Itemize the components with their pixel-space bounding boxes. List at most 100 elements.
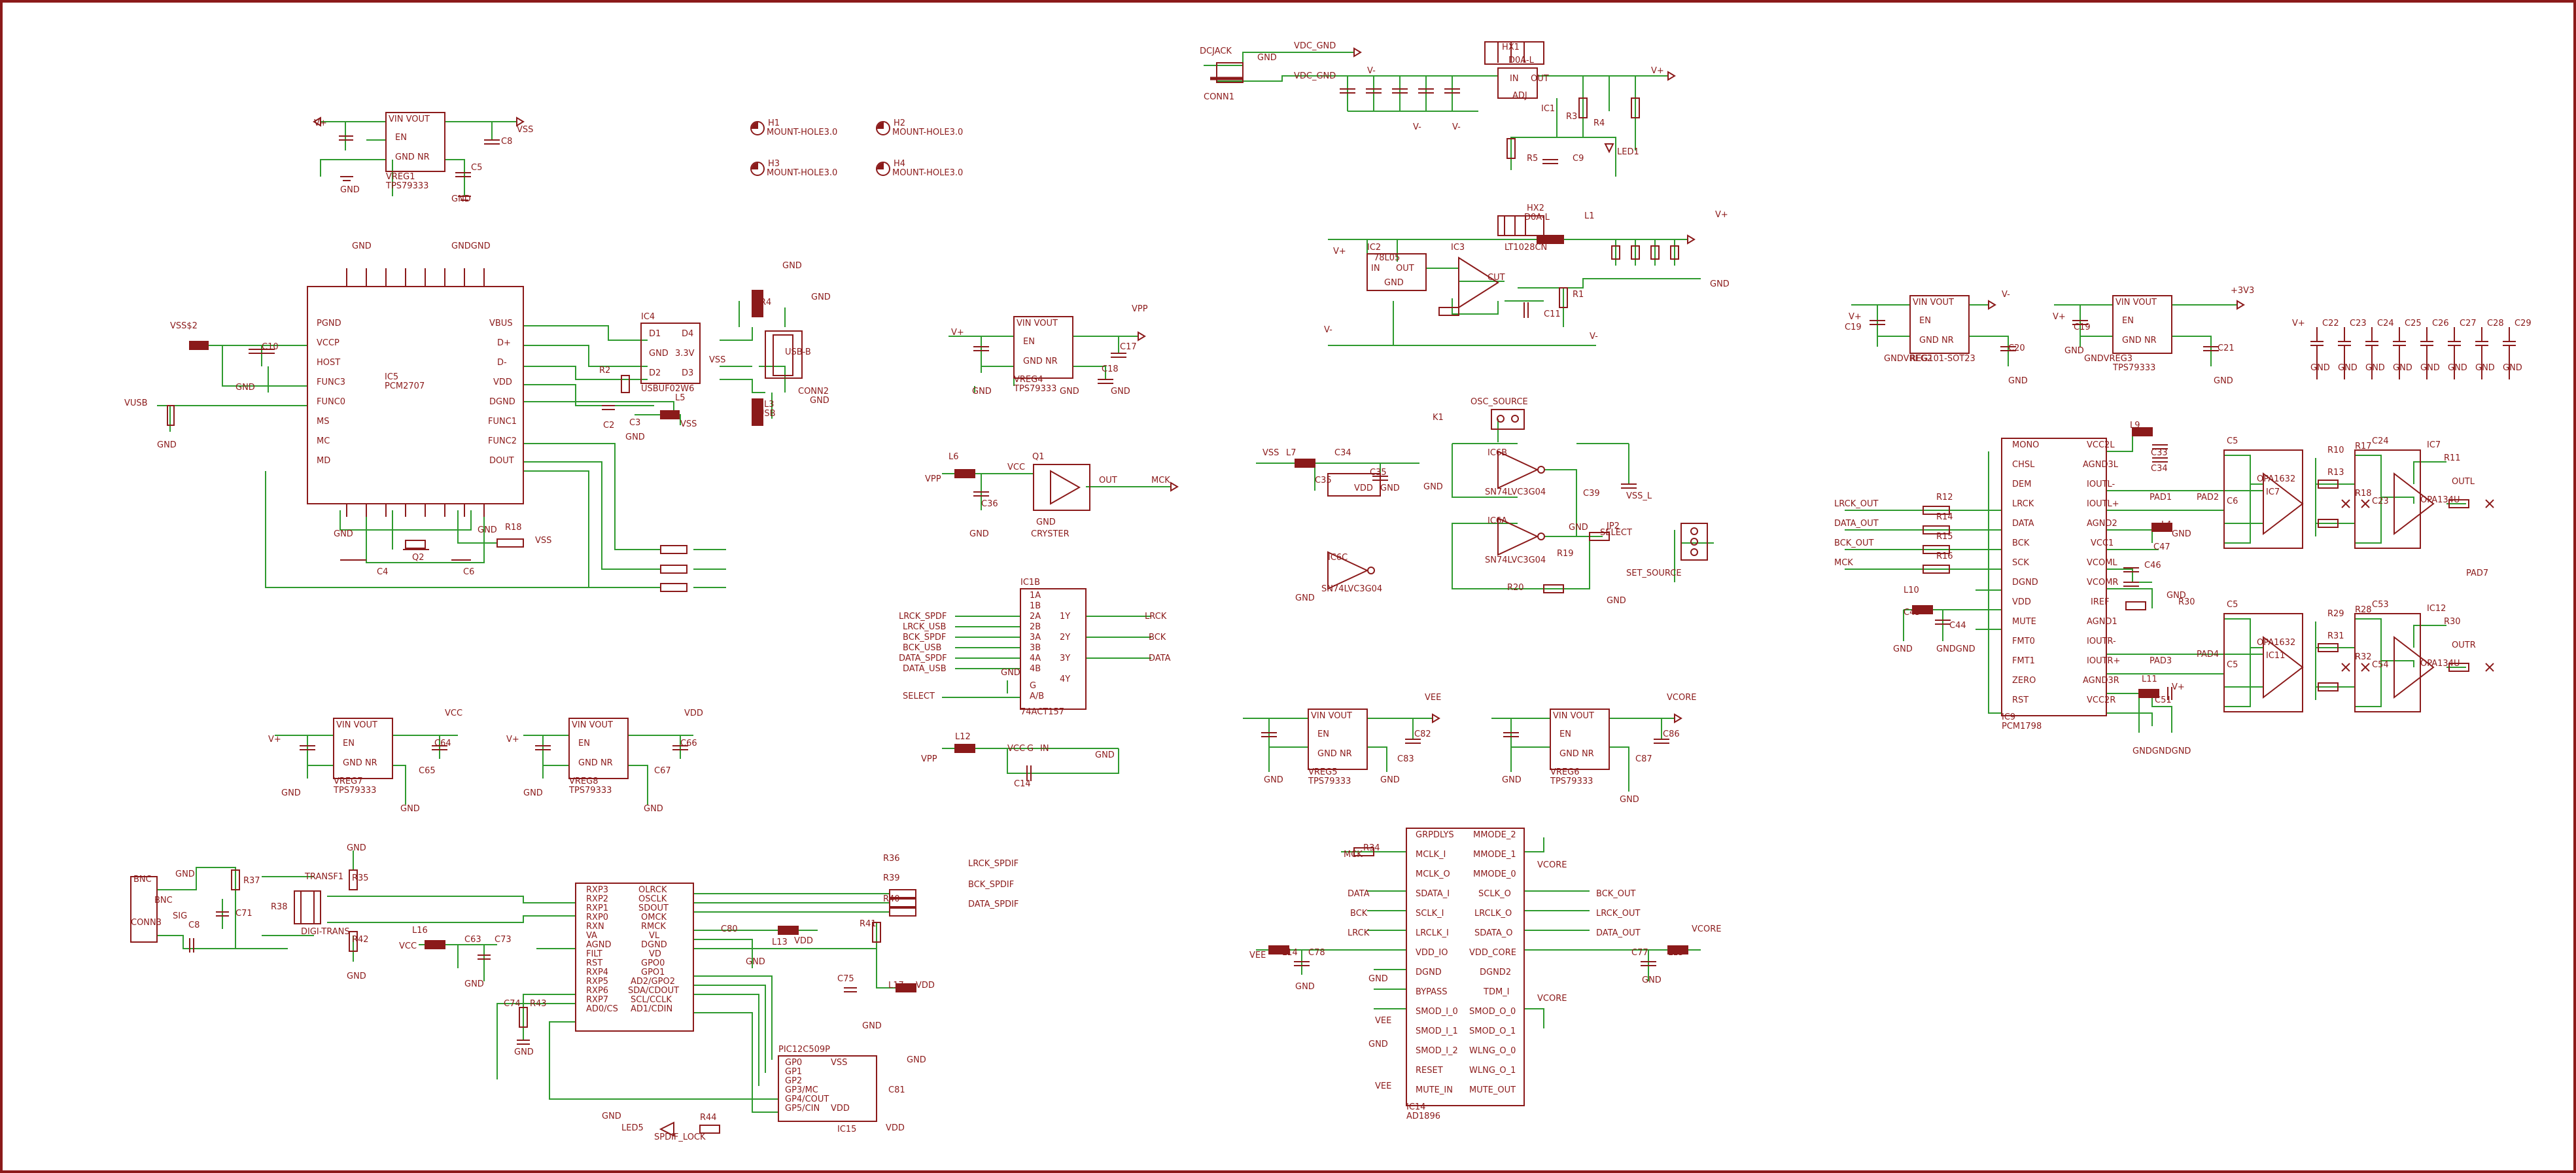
schematic-label: GND xyxy=(1620,795,1639,805)
schematic-label: R18 xyxy=(505,523,522,533)
vreg5-group xyxy=(1243,709,1440,772)
schematic-label: V+ xyxy=(2292,319,2305,328)
schematic-label: VL xyxy=(649,931,660,941)
schematic-label: RXP5 xyxy=(586,977,608,987)
component-ic5-labels: PGNDVCCPHOSTFUNC3FUNC0MSMCMDVBUSD+D-VDDD… xyxy=(124,241,551,577)
schematic-label: R37 xyxy=(243,876,260,886)
ic1-body xyxy=(1497,67,1538,99)
schematic-label: C66 xyxy=(680,739,697,748)
schematic-label: GND xyxy=(782,261,802,271)
schematic-label: VSS xyxy=(831,1058,847,1068)
schematic-label: VCORE xyxy=(1692,924,1721,934)
schematic-label: WLNG_O_1 xyxy=(1469,1066,1516,1076)
schematic-label: GP1 xyxy=(785,1067,802,1077)
schematic-label: R18 xyxy=(2355,489,2372,499)
component-power-labels: DCJACKGNDCONN1VDC_GNDVDC_GNDV-V-V-HX1D0A… xyxy=(1200,41,1664,164)
schematic-label: MUTE xyxy=(2012,617,2036,627)
schematic-label: R15 xyxy=(1936,532,1953,542)
schematic-label: L15 xyxy=(1668,948,1684,958)
schematic-label: VDD xyxy=(1354,483,1373,493)
schematic-label: RST xyxy=(586,958,602,968)
schematic-label: V- xyxy=(1367,66,1376,76)
schematic-label: VEE xyxy=(1375,1081,1391,1091)
schematic-label: L6 xyxy=(949,452,959,462)
schematic-label: EN xyxy=(395,133,407,143)
schematic-label: C5 xyxy=(2227,660,2238,670)
schematic-label: DIGI-TRANS xyxy=(301,927,350,937)
schematic-label: RXP3 xyxy=(586,885,608,895)
schematic-label: VSS xyxy=(517,125,533,135)
schematic-label: VEE xyxy=(1425,693,1441,703)
usb-parts xyxy=(167,286,803,592)
schematic-label: GND xyxy=(1502,775,1522,785)
schematic-label: Q1 xyxy=(1032,452,1045,462)
schematic-label: VDD_IO xyxy=(1416,948,1448,958)
schematic-label: SET_SOURCE xyxy=(1626,569,1682,578)
schematic-label: RESET xyxy=(1416,1066,1443,1076)
schematic-label: DATA xyxy=(1149,654,1171,663)
schematic-label: C81 xyxy=(888,1085,905,1095)
schematic-label: LRCK xyxy=(2012,499,2034,509)
schematic-label: GND xyxy=(523,788,543,798)
schematic-label: GND xyxy=(2172,529,2191,539)
usb-section xyxy=(157,268,803,592)
schematic-label: MC xyxy=(317,436,330,446)
schematic-label: GND xyxy=(235,383,255,393)
schematic-label: GND xyxy=(1607,596,1626,606)
schematic-label: AD2/GPO2 xyxy=(631,977,675,987)
schematic-label: C45 xyxy=(1904,608,1921,618)
schematic-label: GND xyxy=(347,843,366,853)
schematic-label: V+ xyxy=(2172,682,2185,692)
schematic-label: VCCP xyxy=(317,338,339,348)
schematic-label: D4 xyxy=(682,329,693,339)
schematic-label: VSS xyxy=(680,419,697,429)
schematic-label: SN74LVC3G04 xyxy=(1321,584,1382,594)
schematic-label: PAD7 xyxy=(2466,569,2488,578)
schematic-label: 3A xyxy=(1030,633,1041,642)
schematic-label: G xyxy=(1027,744,1034,754)
schematic-label: GND xyxy=(1295,593,1315,603)
schematic-label: IC1B xyxy=(1020,578,1040,587)
schematic-label: VPP xyxy=(1132,304,1148,314)
schematic-label: GND xyxy=(478,525,497,535)
schematic-label: SDATA_I xyxy=(1416,889,1450,899)
schematic-label: MS xyxy=(317,417,329,427)
component-ic13-labels: RXP3RXP2RXP1RXP0RXNVAAGNDFILTRSTRXP4RXP5… xyxy=(399,854,1018,1057)
schematic-label: PAD1 xyxy=(2150,493,2172,502)
schematic-label: GND xyxy=(157,440,177,450)
schematic-label: SCK xyxy=(2012,558,2029,568)
schematic-label: VDD xyxy=(794,936,813,946)
schematic-label: MMODE_1 xyxy=(1473,850,1516,860)
schematic-label: C5 xyxy=(471,163,482,173)
schematic-label: VUSB xyxy=(752,409,776,419)
schematic-label: LRCK_OUT xyxy=(1596,909,1640,919)
component-ic15-labels: PIC12C509PGP0GP1GP2GP3/MCGP4/COUTGP5/CIN… xyxy=(602,1045,926,1142)
schematic-label: IN xyxy=(1371,264,1380,273)
schematic-label: PAD4 xyxy=(2197,650,2219,659)
schematic-label: 1A xyxy=(1030,591,1041,601)
schematic-label: GND xyxy=(340,185,360,195)
schematic-label: VIN VOUT xyxy=(2115,298,2157,307)
schematic-label: C24 xyxy=(2377,319,2394,328)
l12-group xyxy=(942,744,1119,781)
schematic-label: GND xyxy=(1036,517,1056,527)
schematic-label: 1B xyxy=(1030,601,1041,611)
schematic-label: FILT xyxy=(586,949,602,959)
schematic-label: D0A-L xyxy=(1524,213,1550,222)
schematic-label: L4 xyxy=(2161,520,2172,530)
schematic-label: BCK_OUT xyxy=(1596,889,1636,899)
schematic-label: VUSB xyxy=(124,398,148,408)
schematic-label: IC2 xyxy=(1367,243,1381,253)
schematic-label: L1 xyxy=(1584,211,1595,221)
schematic-label: C35 xyxy=(1315,476,1332,485)
schematic-label: VPP xyxy=(925,474,941,484)
ic6a-buffer xyxy=(1497,517,1539,556)
schematic-label: C64 xyxy=(434,739,451,748)
schematic-label: GND xyxy=(810,396,829,406)
schematic-label: GND NR xyxy=(1559,749,1594,759)
